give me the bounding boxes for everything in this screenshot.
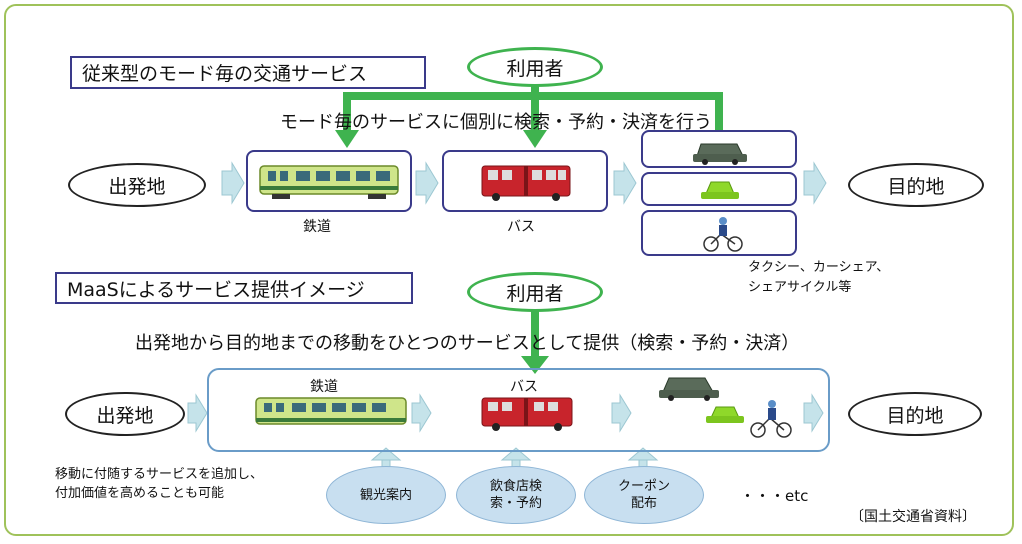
other-modes-line1: タクシー、カーシェア、 xyxy=(748,260,890,275)
carshare-box-top xyxy=(641,172,797,206)
service-restaurant-line1: 飲食店検 xyxy=(489,479,542,494)
etc-label: ・・・etc xyxy=(740,487,809,505)
service-coupon-line2: 配布 xyxy=(630,496,657,511)
bus-box-top xyxy=(442,150,608,212)
bus-label-top: バス xyxy=(507,219,535,235)
conventional-caption: モード毎のサービスに個別に検索・予約・決済を行う xyxy=(280,112,712,133)
source-citation: 〔国土交通省資料〕 xyxy=(850,509,976,525)
train-label-top: 鉄道 xyxy=(303,219,331,235)
taxi-box-top xyxy=(641,130,797,168)
bus-icon xyxy=(481,165,571,201)
service-restaurant-line2: 索・予約 xyxy=(489,496,542,511)
destination-oval-top: 目的地 xyxy=(848,163,984,207)
service-tourism: 観光案内 xyxy=(326,466,446,524)
outer-frame xyxy=(4,4,1014,536)
train-box-top xyxy=(246,150,412,212)
bicycle-icon xyxy=(703,217,743,252)
taxi-icon-bottom xyxy=(659,377,719,401)
car-icon xyxy=(701,181,739,199)
maas-title: MaaSによるサービス提供イメージ xyxy=(55,272,413,304)
bus-label-bottom: バス xyxy=(510,379,538,395)
origin-oval-top: 出発地 xyxy=(68,163,206,207)
addon-note: 移動に付随するサービスを追加し、 付加価値を高めることも可能 xyxy=(55,465,263,503)
conventional-title: 従来型のモード毎の交通サービス xyxy=(70,56,426,89)
bus-icon-bottom xyxy=(481,397,573,431)
other-modes-label: タクシー、カーシェア、 シェアサイクル等 xyxy=(748,258,889,298)
user-oval-bottom: 利用者 xyxy=(467,272,603,312)
maas-service-container xyxy=(207,368,830,452)
train-label-bottom: 鉄道 xyxy=(310,379,338,395)
train-icon-bottom xyxy=(255,397,407,425)
other-modes-line2: シェアサイクル等 xyxy=(748,280,852,295)
origin-oval-bottom: 出発地 xyxy=(65,392,185,436)
maas-caption: 出発地から目的地までの移動をひとつのサービスとして提供（検索・予約・決済） xyxy=(135,333,800,354)
taxi-icon xyxy=(693,143,747,165)
service-restaurant: 飲食店検 索・予約 xyxy=(456,466,576,524)
bicycle-icon-bottom xyxy=(750,400,792,438)
addon-note-line2: 付加価値を高めることも可能 xyxy=(55,486,225,501)
service-coupon-line1: クーポン xyxy=(617,479,670,494)
user-oval-top: 利用者 xyxy=(467,47,603,87)
service-coupon: クーポン 配布 xyxy=(584,466,704,524)
cycle-box-top xyxy=(641,210,797,256)
addon-note-line1: 移動に付随するサービスを追加し、 xyxy=(55,467,264,482)
destination-oval-bottom: 目的地 xyxy=(848,392,982,436)
service-tourism-line1: 観光案内 xyxy=(359,487,412,503)
train-icon xyxy=(259,165,399,199)
car-icon-bottom xyxy=(706,406,744,423)
